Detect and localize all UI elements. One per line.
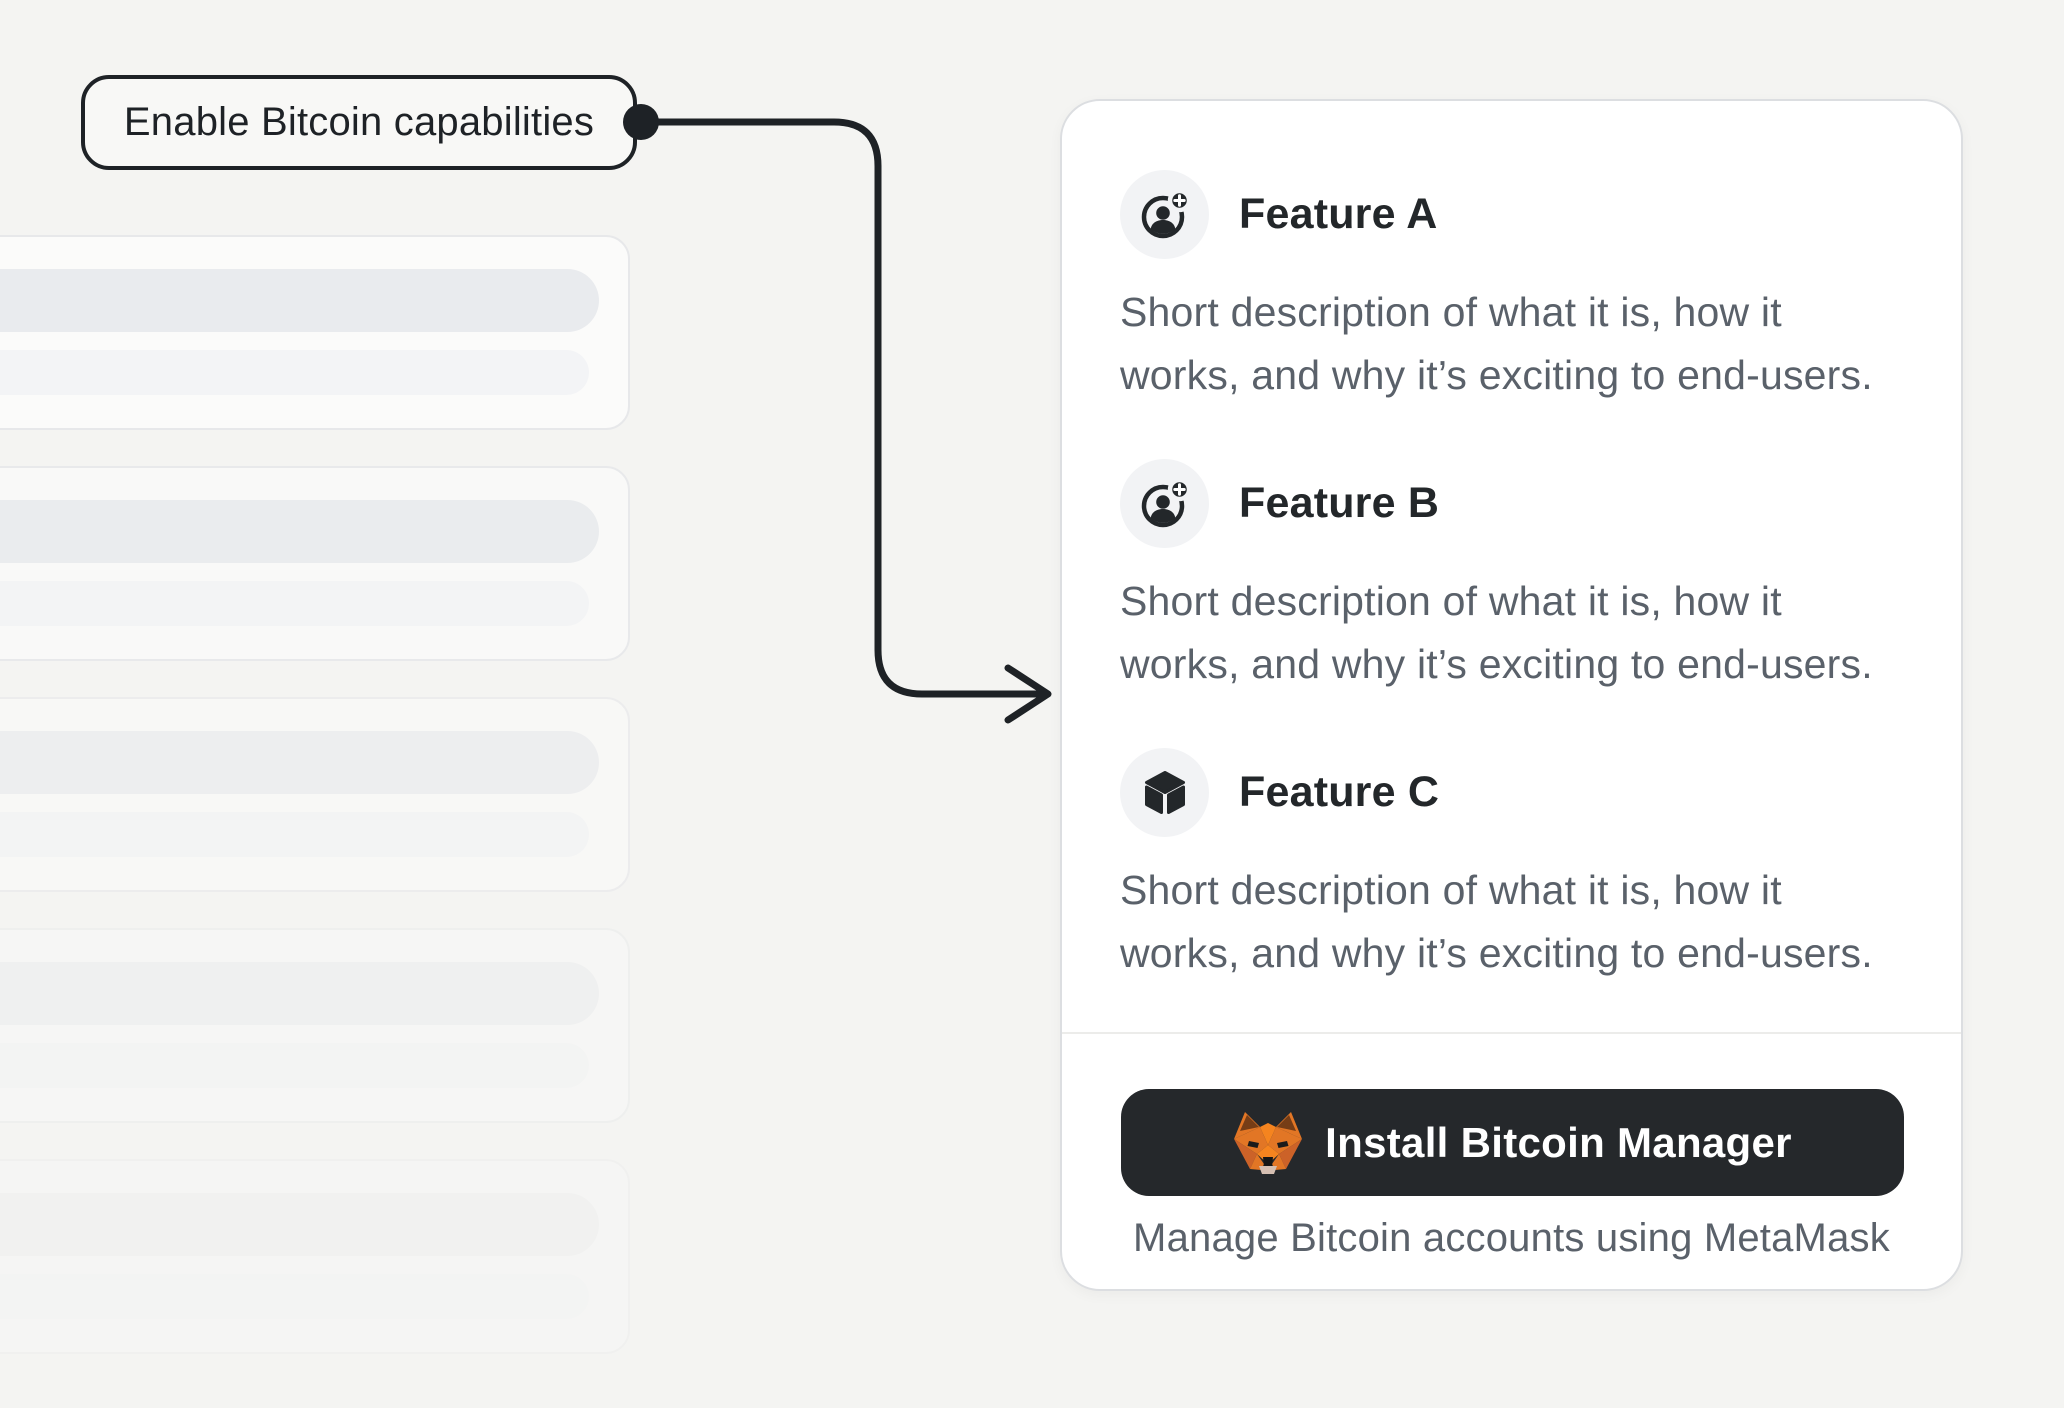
install-button-label: Install Bitcoin Manager: [1325, 1118, 1792, 1166]
skeleton-line: [0, 812, 589, 857]
skeleton-line: [0, 1274, 589, 1319]
user-add-icon: [1120, 170, 1209, 259]
connector-dot: [623, 104, 659, 140]
skeleton-line: [0, 1193, 599, 1256]
skeleton-line: [0, 731, 599, 794]
skeleton-line: [0, 962, 599, 1025]
feature-item-c: Feature C: [1120, 748, 1439, 837]
skeleton-card: [0, 1159, 630, 1354]
skeleton-line: [0, 500, 599, 563]
callout-label-text: Enable Bitcoin capabilities: [123, 100, 595, 144]
metamask-fox-icon: [1233, 1111, 1303, 1174]
callout-label: Enable Bitcoin capabilities: [81, 75, 637, 170]
panel-caption: Manage Bitcoin accounts using MetaMask: [1133, 1216, 1890, 1260]
feature-description: Short description of what it is, how it …: [1120, 578, 1873, 687]
skeleton-line: [0, 350, 589, 395]
feature-item-a: Feature A: [1120, 170, 1438, 259]
feature-item-b: Feature B: [1120, 459, 1439, 548]
install-bitcoin-manager-button[interactable]: Install Bitcoin Manager: [1121, 1089, 1904, 1196]
skeleton-card: [0, 928, 630, 1123]
panel-divider: [1062, 1032, 1961, 1034]
user-add-icon: [1120, 459, 1209, 548]
feature-description: Short description of what it is, how it …: [1120, 289, 1873, 398]
skeleton-card: [0, 235, 630, 430]
skeleton-line: [0, 269, 599, 332]
feature-description: Short description of what it is, how it …: [1120, 867, 1873, 976]
feature-title: Feature B: [1239, 479, 1440, 527]
cube-icon: [1120, 748, 1209, 837]
skeleton-line: [0, 581, 589, 626]
feature-title: Feature A: [1239, 190, 1438, 238]
skeleton-card: [0, 697, 630, 892]
feature-title: Feature C: [1239, 768, 1440, 816]
skeleton-line: [0, 1043, 589, 1088]
skeleton-card: [0, 466, 630, 661]
feature-panel: Feature A Short description of what it i…: [1060, 99, 1963, 1291]
